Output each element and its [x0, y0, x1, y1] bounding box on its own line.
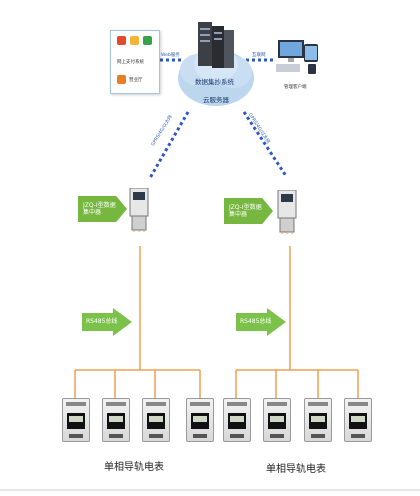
concentrator-tag-right: JZQ-I型数据集中器 [224, 198, 273, 224]
meter [102, 398, 130, 442]
client-label: 管理客户端 [284, 85, 307, 90]
payment-panel: 网上支付系统 营业厅 [110, 30, 160, 94]
payment-label: 网上支付系统 [117, 60, 144, 65]
meter [263, 398, 291, 442]
meter-caption-right: 单相导轨电表 [266, 464, 326, 475]
meter [223, 398, 251, 442]
hall-label: 营业厅 [129, 78, 143, 83]
concentrator-device-left [129, 188, 149, 232]
meter [186, 398, 214, 442]
app-icon [130, 36, 139, 45]
concentrator-device-right [277, 190, 297, 234]
cloud-server-icon [178, 22, 254, 106]
gprs-link-left [148, 111, 190, 179]
meter [142, 398, 170, 442]
divider [0, 489, 420, 491]
concentrator-tag-left: JZQ-I型数据集中器 [78, 196, 127, 222]
app-icon [143, 36, 152, 45]
link-label-right: 互联网 [252, 53, 266, 58]
gprs-link-right [242, 111, 288, 177]
meter-caption-left: 单相导轨电表 [104, 462, 164, 473]
meter [62, 398, 90, 442]
link-label-left: Web服务 [161, 53, 180, 58]
server-role: 云服务器 [203, 96, 229, 104]
server-name: 数据集抄系统 [195, 78, 234, 86]
meter [344, 398, 372, 442]
meter [304, 398, 332, 442]
app-icon [117, 36, 126, 45]
client-devices-icon [276, 40, 318, 74]
app-icon [117, 75, 126, 84]
